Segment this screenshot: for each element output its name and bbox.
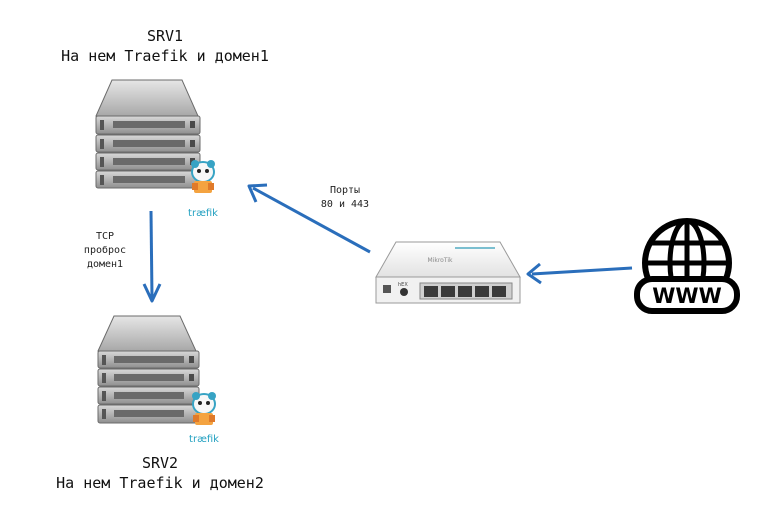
srv2-name: SRV2 [141,454,179,472]
tcp-label-line-1: TCP [95,231,115,242]
router-model-text: hEX [398,282,408,288]
tcp-label-line-3: домен1 [86,259,124,270]
srv2-traefik-text: træfik [189,434,219,445]
arrow-router-to-srv1 [247,183,371,254]
ports-label-line-1: Порты [329,185,361,196]
tcp-forward-label: TCP проброс домен1 [70,230,140,272]
srv2-description: На нем Traefik и домен2 [56,474,264,492]
srv1-traefik-logo: træfik [188,160,218,219]
router-icon: MikroTik hEX [375,241,521,304]
srv1-traefik-text: træfik [188,208,218,219]
arrow-internet-to-router [526,262,633,285]
ports-label: Порты 80 и 443 [305,184,385,212]
www-globe-icon: WWW [634,218,740,314]
srv1-name: SRV1 [146,27,184,45]
srv2-traefik-logo: træfik [189,392,219,445]
srv1-description: На нем Traefik и домен1 [61,47,269,65]
www-text: WWW [652,284,722,308]
srv1-server-icon [95,79,201,189]
srv2-server-icon [97,315,200,424]
ports-label-line-2: 80 и 443 [320,199,370,210]
tcp-label-line-2: проброс [83,245,127,256]
router-brand-text: MikroTik [428,257,453,264]
arrow-srv1-to-srv2 [142,210,162,303]
